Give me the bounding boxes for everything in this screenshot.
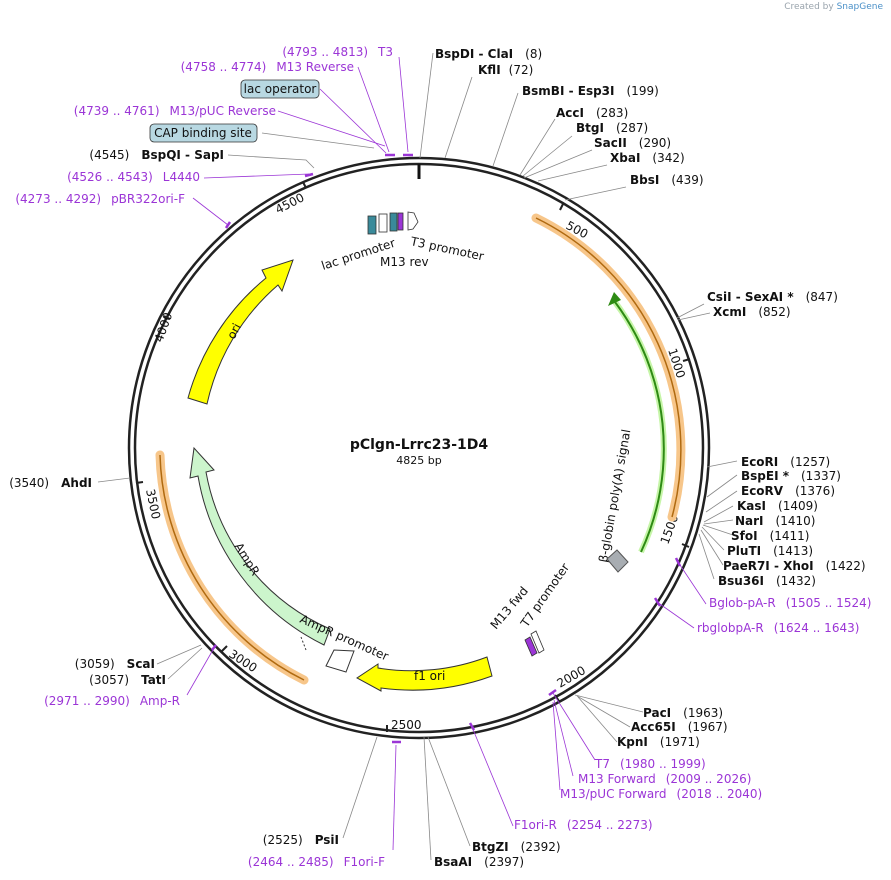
primer-f1ori-r[interactable]: F1ori-R(2254 .. 2273) [514,818,653,832]
beta-globin-box [606,549,629,573]
primer-m13-puc-forward[interactable]: M13/pUC Forward(2018 .. 2040) [560,787,762,801]
primer-t7[interactable]: T7(1980 .. 1999) [594,757,706,771]
ampr-promoter-arrow [325,649,355,673]
primer-rbglobpa-r[interactable]: rbglobpA-R(1624 .. 1643) [697,621,859,635]
enzyme-acci[interactable]: AccI(283) [556,106,628,120]
f1-ori-label: f1 ori [414,669,445,683]
enzyme-psii[interactable]: (2525)PsiI [263,833,339,847]
enzyme-nari[interactable]: NarI(1410) [735,514,815,528]
cap-site-marker [378,213,388,233]
primer-f1ori-f[interactable]: (2464 .. 2485)F1ori-F [248,855,385,869]
primer-m13-forward[interactable]: M13 Forward(2009 .. 2026) [578,772,751,786]
enzyme-scai[interactable]: (3059)ScaI [75,657,155,671]
snapgene-logo: SnapGene [836,2,883,12]
enzyme-ecori[interactable]: EcoRI(1257) [741,455,830,469]
enzyme-kfli[interactable]: KflI(72) [478,63,533,77]
primer-markers [211,153,682,744]
primer-t3[interactable]: (4793 .. 4813)T3 [282,45,393,59]
ampr-promoter-divider [300,636,307,651]
lac-operator-tag[interactable]: lac operator [240,79,320,99]
backbone-outer [127,156,711,740]
cap-binding-site-text: CAP binding site [154,126,252,140]
enzyme-bbsi[interactable]: BbsI(439) [630,173,704,187]
tick-4000: 4000 [152,311,176,344]
primer-m13-reverse[interactable]: (4758 .. 4774)M13 Reverse [181,60,354,74]
insert-band [531,213,686,522]
beta-globin-label: β-globin poly(A) signal [596,428,633,563]
ampr-arrow [189,446,331,646]
m13-rev-marker [397,212,404,231]
m13-fwd-marker [524,636,538,657]
tick-3500: 3500 [143,488,163,521]
lac-promoter-marker [367,215,377,235]
beta-globin-arc-core [614,301,665,553]
enzyme-sfoi[interactable]: SfoI(1411) [731,529,809,543]
enzyme-kpni[interactable]: KpnI(1971) [617,735,700,749]
enzyme-pluti[interactable]: PluTI(1413) [727,544,813,558]
amp-band [155,450,309,685]
primer-m13-puc-reverse[interactable]: (4739 .. 4761)M13/pUC Reverse [74,104,276,118]
lac-operator-marker [389,212,398,232]
ori-arrow [187,259,294,405]
position-ticks [135,181,691,732]
primer-bglob-pa-r[interactable]: Bglob-pA-R(1505 .. 1524) [709,596,871,610]
snapgene-watermark: Created by SnapGene [784,2,883,12]
enzyme-bspei[interactable]: BspEI *(1337) [741,469,841,483]
primer-amp-r[interactable]: (2971 .. 2990)Amp-R [44,694,180,708]
enzyme-ecorv[interactable]: EcoRV(1376) [741,484,835,498]
enzyme-bsaai[interactable]: BsaAI(2397) [434,855,524,869]
enzyme-paci[interactable]: PacI(1963) [643,706,723,720]
enzyme-bsu36i[interactable]: Bsu36I(1432) [718,574,816,588]
enzyme-xcmi[interactable]: XcmI(852) [713,305,791,319]
enzyme-paer7i-xhoi[interactable]: PaeR7I - XhoI(1422) [723,559,866,573]
insert-band-core [535,217,682,518]
enzyme-ahdi[interactable]: (3540)AhdI [9,476,92,490]
enzyme-tati[interactable]: (3057)TatI [89,673,166,687]
plasmid-name: pClgn-Lrrc23-1D4 [350,437,489,453]
m13-rev-label: M13 rev [380,255,429,269]
enzyme-kasi[interactable]: KasI(1409) [737,499,818,513]
enzyme-bsmbi-esp3i[interactable]: BsmBI - Esp3I(199) [522,84,659,98]
enzyme-bspqi-sapi[interactable]: (4545)BspQI - SapI [89,148,224,162]
f1-ori-arrow [356,656,493,692]
tick-2500: 2500 [391,718,422,732]
enzyme-btgzi[interactable]: BtgZI(2392) [472,840,561,854]
beta-globin-arrowhead [608,292,621,306]
enzyme-bspdi-clai[interactable]: BspDI - ClaI(8) [435,47,542,61]
t3-promoter-marker [407,211,419,231]
cap-binding-site-tag[interactable]: CAP binding site [149,123,258,143]
enzyme-btgi[interactable]: BtgI(287) [576,121,648,135]
plasmid-length: 4825 bp [396,454,441,467]
lac-operator-text: lac operator [244,82,317,96]
t7-promoter-marker [530,630,545,654]
enzyme-sacii[interactable]: SacII(290) [594,136,671,150]
enzyme-leaders [97,52,738,861]
enzyme-acc65i[interactable]: Acc65I(1967) [631,720,728,734]
primer-pbr322ori-f[interactable]: (4273 .. 4292)pBR322ori-F [15,192,185,206]
enzyme-csii-sexai[interactable]: CsiI - SexAI *(847) [707,290,838,304]
enzyme-xbai[interactable]: XbaI(342) [610,151,685,165]
ori-label: ori [224,321,244,341]
primer-l4440[interactable]: (4526 .. 4543)L4440 [67,170,200,184]
amp-band-core [159,454,305,681]
primer-leaders [186,56,707,851]
